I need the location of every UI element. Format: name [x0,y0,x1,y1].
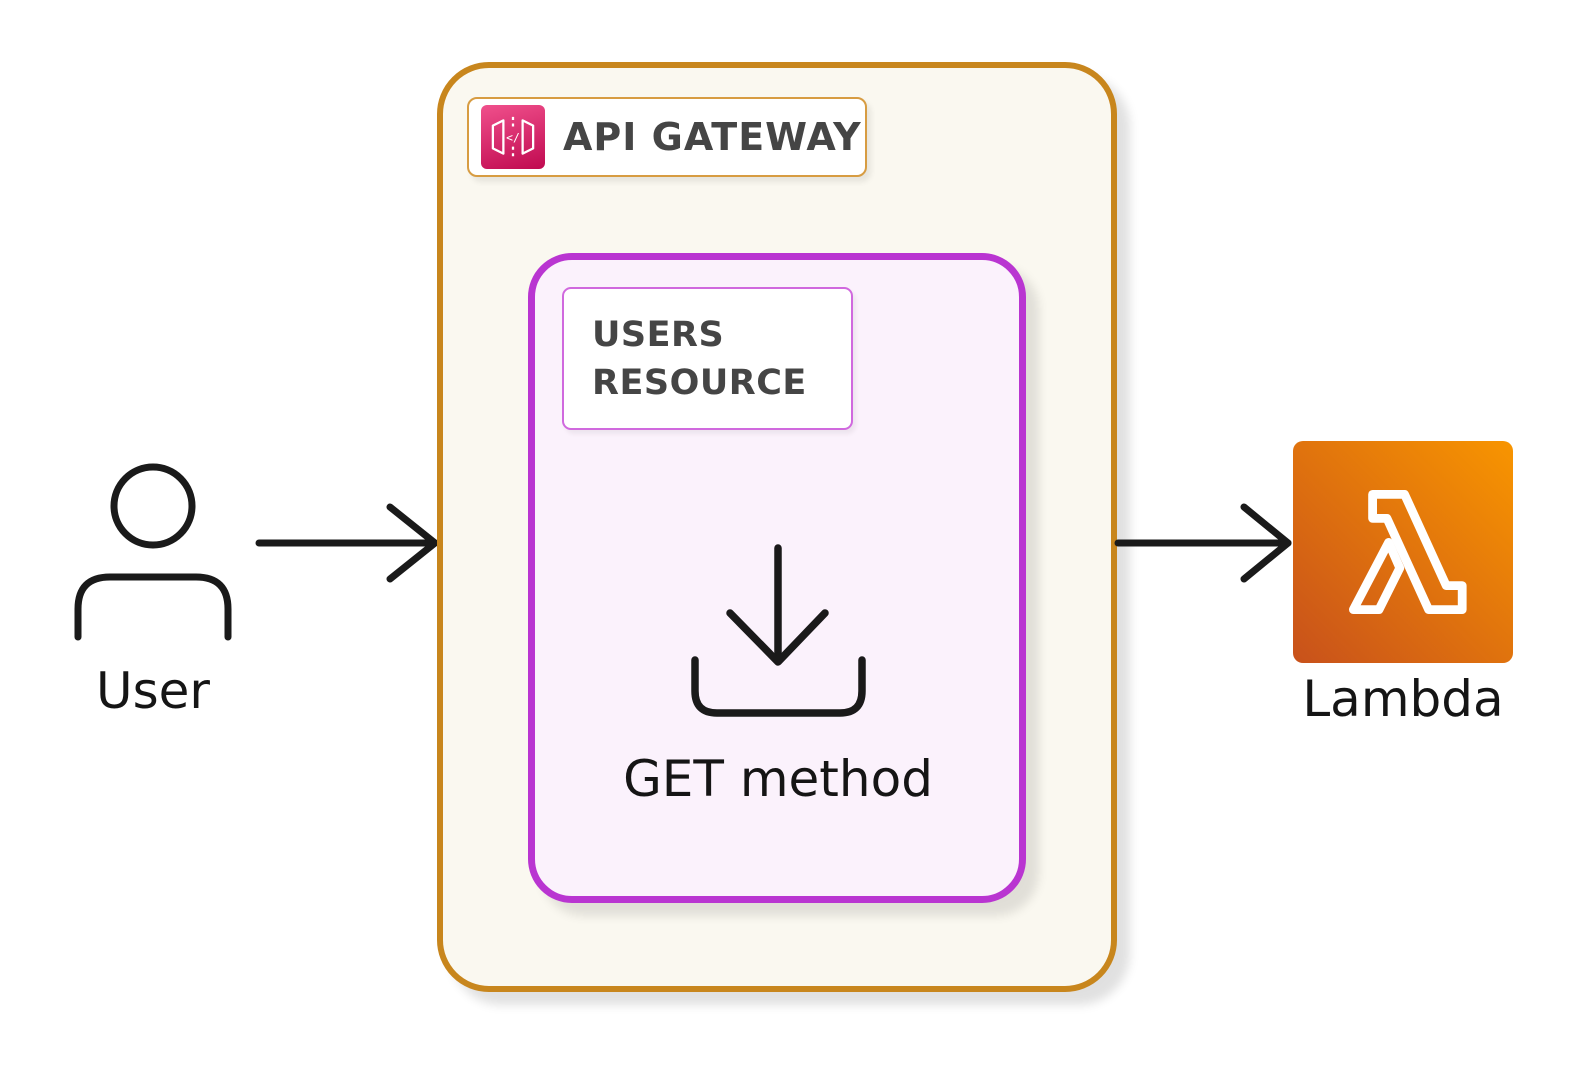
user-label: User [96,662,210,720]
users-resource-line-1: USERS [592,314,725,355]
users-resource-badge: USERS RESOURCE [562,287,853,430]
arrow-user-to-gateway [255,503,439,583]
user-icon [74,463,232,641]
lambda-icon [1293,441,1513,663]
api-gateway-icon: </ [481,105,545,169]
api-gateway-title: API GATEWAY [563,115,862,159]
arrow-gateway-to-lambda [1114,503,1292,583]
api-gateway-badge: </ API GATEWAY [467,97,867,177]
get-method-label: GET method [623,750,933,808]
lambda-label: Lambda [1302,670,1504,728]
get-method-icon [691,544,866,717]
svg-text:</: </ [506,130,520,144]
users-resource-line-2: RESOURCE [592,362,807,403]
